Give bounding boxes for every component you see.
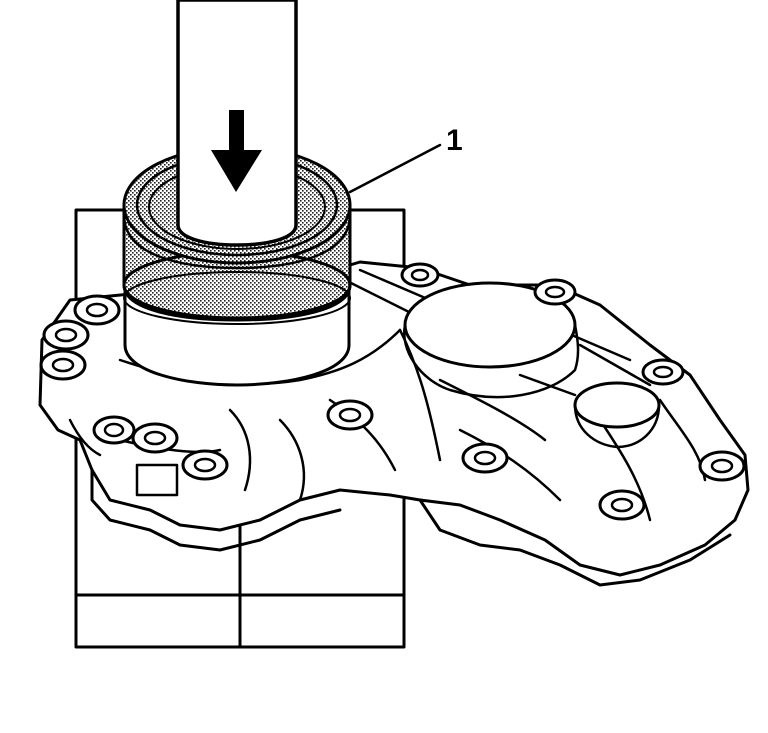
bolt-hole (461, 442, 509, 474)
bolt-hole (400, 262, 440, 288)
bolt-hole (533, 278, 577, 306)
bolt-hole (92, 415, 136, 445)
bolt-hole (39, 349, 87, 381)
bolt-hole (42, 319, 90, 351)
bolt-hole (181, 449, 229, 481)
bolt-hole (131, 422, 179, 454)
bolt-bosses (39, 262, 746, 521)
bolt-hole (73, 294, 121, 326)
bolt-hole (326, 399, 374, 431)
callout-1: 1 (348, 124, 463, 194)
small-boss (573, 381, 661, 449)
down-arrow-icon (211, 110, 262, 192)
bolt-hole (698, 450, 746, 482)
large-boss (402, 281, 580, 399)
bolt-hole (598, 489, 646, 521)
bolt-hole (641, 358, 685, 386)
callout-label: 1 (446, 124, 463, 157)
